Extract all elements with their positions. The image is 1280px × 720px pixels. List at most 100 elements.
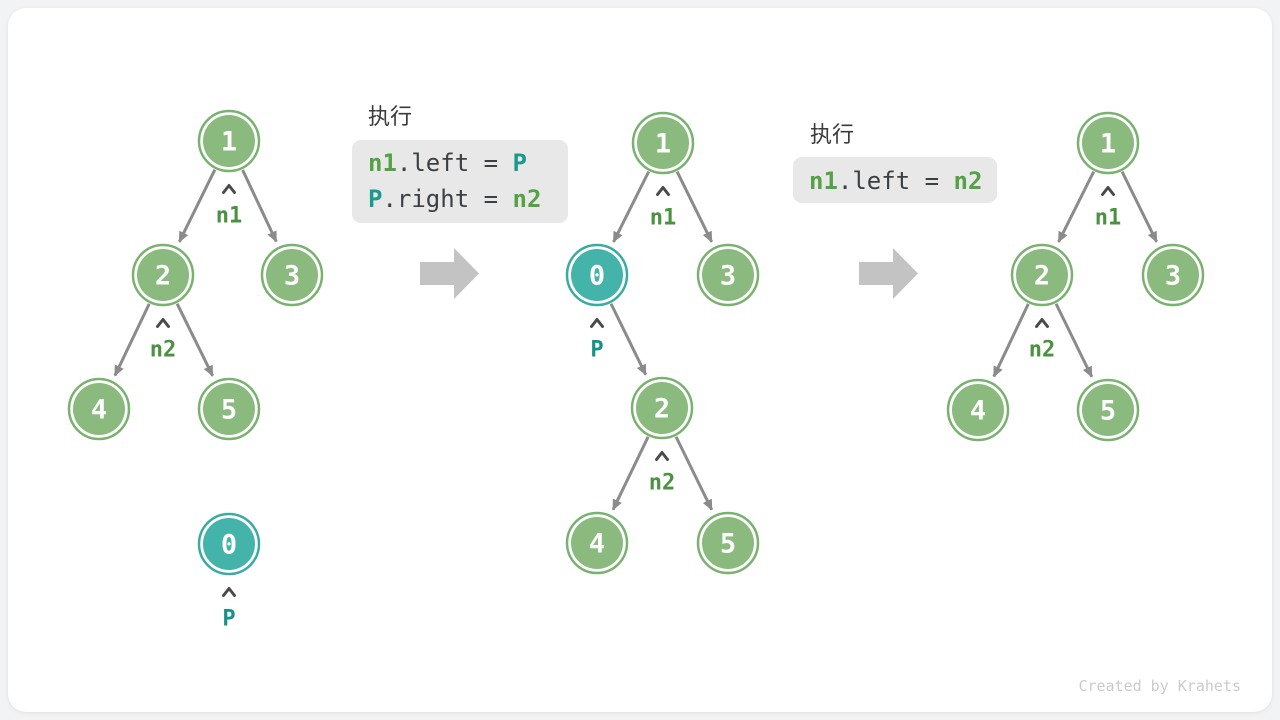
code-token: P: [368, 185, 383, 213]
node-value: 5: [1100, 396, 1116, 427]
edge-arrow: [675, 171, 714, 243]
node-value: 3: [1165, 261, 1181, 292]
pointer-label: n1: [650, 206, 677, 231]
tree-node: 1: [1076, 111, 1140, 175]
pointer-caret-icon: [1101, 186, 1115, 196]
tree-node: 2: [1010, 243, 1074, 307]
node-value: 5: [720, 529, 736, 560]
pointer-caret-icon: [156, 318, 170, 328]
node-value: 2: [1034, 261, 1050, 292]
node-body: [571, 249, 623, 301]
node-body: [203, 518, 255, 570]
edge-arrow: [992, 303, 1030, 378]
node-value: 4: [970, 396, 986, 427]
code-token: .right =: [382, 185, 513, 213]
tree-node: 1: [631, 111, 695, 175]
execution-label: 执行: [810, 122, 855, 147]
node-value: 4: [589, 529, 605, 560]
node-body: [637, 117, 689, 169]
edge-arrow: [609, 303, 648, 376]
code-token: n2: [512, 185, 542, 213]
code-line: n1.left = n2: [809, 163, 997, 199]
tree-node: 4: [946, 378, 1010, 442]
pointer-label: P: [590, 338, 603, 363]
node-body: [952, 384, 1004, 436]
pointer-label: n2: [1029, 338, 1056, 363]
node-value: 4: [91, 395, 107, 426]
node-value: 2: [654, 394, 670, 425]
node-value: 1: [221, 127, 237, 158]
node-value: 3: [284, 261, 300, 292]
node-body: [1082, 117, 1134, 169]
edge-arrow: [113, 303, 151, 377]
code-token: .left =: [396, 149, 513, 177]
tree-node: 5: [1076, 378, 1140, 442]
pointer-caret-icon: [655, 451, 669, 461]
node-value: 1: [1100, 129, 1116, 160]
edge-arrow: [175, 303, 214, 377]
code-box: n1.left = n2: [793, 157, 997, 203]
node-value: 0: [221, 530, 237, 561]
node-value: 3: [720, 261, 736, 292]
tree-node: 3: [260, 243, 324, 307]
tree-node: 2: [131, 243, 195, 307]
edge-arrow: [612, 170, 651, 243]
node-value: 1: [655, 129, 671, 160]
watermark: Created by Krahets: [1078, 677, 1241, 695]
node-body: [702, 517, 754, 569]
tree-node: 3: [1141, 243, 1205, 307]
tree-node: 5: [696, 511, 760, 575]
tree-node: 5: [197, 377, 261, 441]
node-value: 2: [155, 261, 171, 292]
edge-arrow: [1054, 303, 1094, 378]
tree-node: 0: [197, 512, 261, 576]
code-token: n1: [368, 149, 397, 177]
code-token: n2: [953, 167, 983, 195]
node-body: [73, 383, 125, 435]
edge-arrow: [1120, 171, 1159, 243]
tree-node: 2: [630, 376, 694, 440]
pointer-caret-icon: [222, 184, 236, 194]
pointer-caret-icon: [1035, 318, 1049, 328]
code-token: .left =: [837, 167, 954, 195]
code-line: n1.left = P: [368, 145, 568, 181]
pointer-caret-icon: [222, 587, 236, 597]
tree-node: 1: [197, 109, 261, 173]
edge-arrow: [611, 436, 650, 511]
node-body: [266, 249, 318, 301]
tree-node: 3: [696, 243, 760, 307]
node-body: [203, 383, 255, 435]
tree-node: 4: [67, 377, 131, 441]
node-value: 5: [221, 395, 237, 426]
node-body: [1016, 249, 1068, 301]
node-body: [1082, 384, 1134, 436]
edge-arrow: [178, 169, 217, 243]
pointer-caret-icon: [590, 318, 604, 328]
code-token: P: [512, 149, 527, 177]
code-line: P.right = n2: [368, 181, 568, 217]
pointer-caret-icon: [656, 186, 670, 196]
execution-label: 执行: [368, 104, 413, 129]
code-token: n1: [809, 167, 838, 195]
node-body: [571, 517, 623, 569]
pointer-label: n1: [216, 204, 243, 229]
pointer-label: n2: [150, 338, 177, 363]
node-body: [636, 382, 688, 434]
node-body: [702, 249, 754, 301]
node-body: [1147, 249, 1199, 301]
pointer-label: P: [222, 607, 235, 632]
edge-arrow: [674, 436, 714, 511]
node-body: [203, 115, 255, 167]
pointer-label: n2: [649, 471, 676, 496]
tree-after: 1 2 3 4 5 n1 n2: [946, 111, 1205, 442]
node-body: [137, 249, 189, 301]
flow-arrow-icon: [420, 248, 479, 299]
edge-arrow: [241, 169, 278, 243]
tree-node: 4: [565, 511, 629, 575]
pointer-label: n1: [1095, 206, 1122, 231]
tree-before: 1 2 3 4 5 0 n1 n2P: [67, 109, 324, 632]
node-value: 0: [589, 261, 605, 292]
